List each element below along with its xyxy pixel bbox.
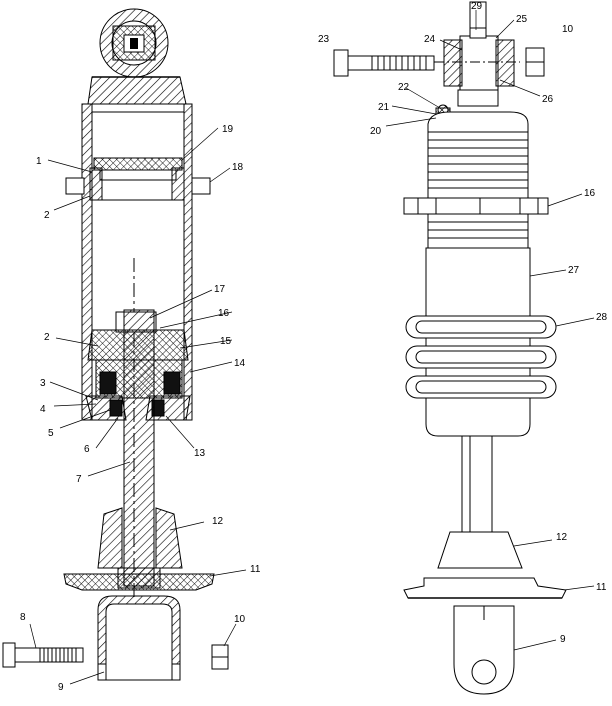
label-left-16: 16	[218, 308, 230, 319]
label-left-1: 1	[36, 156, 42, 167]
label-right-10: 10	[562, 24, 574, 35]
piston-shaft-assembled	[461, 435, 493, 533]
label-right-16: 16	[584, 188, 596, 199]
floating-piston	[89, 157, 185, 201]
label-left-19: 19	[222, 124, 234, 135]
callout-labels: 1 2 19 18 17 16 2 15 14 3 4 5 6 13 7 12 …	[20, 1, 608, 693]
label-left-7: 7	[76, 474, 82, 485]
eyelet-bolt	[333, 49, 435, 77]
label-left-5: 5	[48, 428, 54, 439]
clevis-assembled	[453, 605, 515, 695]
label-right-20: 20	[370, 126, 382, 137]
label-left-9: 9	[58, 682, 64, 693]
label-left-2a: 2	[44, 210, 50, 221]
label-left-14: 14	[234, 358, 246, 369]
label-left-12: 12	[212, 516, 224, 527]
piston-shaft	[123, 309, 155, 587]
label-right-12: 12	[556, 532, 568, 543]
leader-lines	[29, 10, 595, 685]
label-right-27: 27	[568, 265, 580, 276]
label-left-15: 15	[220, 336, 232, 347]
label-right-21: 21	[378, 102, 390, 113]
jounce-bumper-assembled	[437, 531, 523, 569]
right-shock-assembled	[333, 1, 567, 695]
label-left-17: 17	[214, 284, 226, 295]
label-right-11: 11	[596, 582, 607, 593]
label-left-11: 11	[250, 564, 261, 575]
label-right-23: 23	[318, 34, 330, 45]
label-right-25: 25	[516, 14, 528, 25]
coil-spring	[405, 315, 557, 399]
top-eyelet	[99, 8, 169, 78]
upper-body	[427, 111, 529, 199]
retaining-ring-right	[191, 177, 211, 195]
label-left-2b: 2	[44, 332, 50, 343]
label-left-3: 3	[40, 378, 46, 389]
label-left-8: 8	[20, 612, 26, 623]
label-left-4: 4	[40, 404, 46, 415]
label-left-6: 6	[84, 444, 90, 455]
label-right-29: 29	[471, 1, 483, 12]
label-left-18: 18	[232, 162, 244, 173]
label-left-13: 13	[194, 448, 206, 459]
left-shock-cutaway	[2, 8, 229, 681]
label-right-22: 22	[398, 82, 410, 93]
top-cap	[87, 76, 187, 105]
label-left-10: 10	[234, 614, 246, 625]
label-right-28: 28	[596, 312, 608, 323]
bottom-cup-assembled	[403, 577, 567, 599]
body-threads	[428, 131, 528, 189]
shock-body	[425, 247, 531, 437]
top-eyelet-assembled	[434, 1, 520, 107]
clevis-bolt	[2, 642, 84, 668]
label-right-24: 24	[424, 34, 436, 45]
clevis	[97, 595, 181, 681]
label-right-26a: 26	[542, 94, 554, 105]
spring-collar	[403, 197, 549, 215]
label-right-9: 9	[560, 634, 566, 645]
retaining-ring-left	[65, 177, 85, 195]
